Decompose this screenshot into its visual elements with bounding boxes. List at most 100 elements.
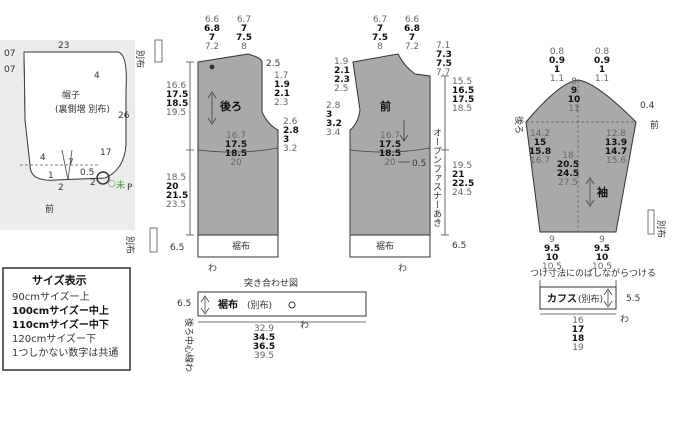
front-top-right-values: 6.66.877.2 <box>404 15 420 52</box>
hem-band-width-value-3: 39.5 <box>254 351 274 361</box>
sleeve-right-side-values: 12.813.914.715.6 <box>605 129 627 166</box>
front-armhole-left-value-1: 3 <box>326 110 332 120</box>
front-hem-label: 裾布 <box>376 240 394 252</box>
size-legend-title: サイズ表示 <box>32 273 87 287</box>
hood-label-7: 26 <box>118 111 130 121</box>
hem-band-rect <box>197 291 367 317</box>
front-armhole-left-value-3: 3.4 <box>326 128 341 138</box>
front-neck-left-values: 1.92.12.32.5 <box>334 57 350 94</box>
front-top-left-values: 6.777.58 <box>372 15 388 52</box>
back-side-lower-value-2: 21.5 <box>166 191 188 201</box>
front-width-value-0: 16.7 <box>380 131 400 141</box>
front-top-right-value-2: 7 <box>409 33 415 43</box>
front-top-left-value-0: 6.7 <box>373 15 387 25</box>
sleeve-right-side-value-1: 13.9 <box>605 138 627 148</box>
hood-label-9: 4 <box>40 153 46 163</box>
hood-pattern: 07 23 07 4 帽子 (裏側増 別布) 26 17 4 2 0.5 7 1… <box>0 40 135 230</box>
hem-band-pattern: 突き合わせ図 裾布 (別布) 6.5 わ 後ろ中心線わ 32.934.536.5… <box>177 277 367 372</box>
sleeve-top-right-value-1: 0.9 <box>594 56 610 66</box>
hood-title: 帽子 <box>62 89 80 101</box>
hood-front-label: 前 <box>45 203 54 215</box>
back-armhole-lower-value-3: 3.2 <box>283 144 297 154</box>
size-legend-row: 100cmサイズー中上 <box>12 304 109 317</box>
hem-band-circle-mark <box>288 301 296 309</box>
sleeve-length-value-3: 27.5 <box>558 178 578 188</box>
back-top-left-value-3: 7.2 <box>205 42 219 52</box>
front-side-lower-value-0: 19.5 <box>452 161 472 171</box>
hem-band-width-value-2: 36.5 <box>253 342 275 352</box>
front-neck-left-value-2: 2.3 <box>334 75 350 85</box>
back-armhole-lower-value-1: 2.8 <box>283 126 299 136</box>
back-armhole-value-2: 2.1 <box>274 89 290 99</box>
sleeve-top-left-value-3: 1.1 <box>550 74 564 84</box>
back-side-upper-value-0: 16.6 <box>166 81 186 91</box>
sleeve-bottom-left-value-3: 10.5 <box>542 262 562 272</box>
back-width-value-0: 16.7 <box>226 131 246 141</box>
back-neck-point <box>209 64 215 70</box>
back-armhole-value-0: 1.7 <box>274 71 288 81</box>
front-armhole-left-value-2: 3.2 <box>326 119 342 129</box>
size-legend: サイズ表示 90cmサイズー上100cmサイズー中上110cmサイズー中下120… <box>2 267 131 371</box>
sleeve-betsufu-bracket <box>647 209 655 235</box>
hood-label-10: 2 <box>58 183 64 193</box>
back-title: 後ろ <box>220 99 242 113</box>
sleeve-length-value-0: 18 <box>562 151 574 161</box>
hood-shape <box>23 51 127 181</box>
back-top-left-value-2: 7 <box>209 33 215 43</box>
hem-band-height: 6.5 <box>177 299 191 309</box>
front-armhole-left-values: 2.833.23.4 <box>326 101 342 138</box>
sleeve-bottom-right-value-0: 9 <box>599 235 605 245</box>
hem-band-width-value-0: 32.9 <box>254 324 274 334</box>
hem-band-header: 突き合わせ図 <box>244 277 298 289</box>
hood-label-8: 17 <box>100 148 111 158</box>
front-zipper: オープンファスナーあき <box>431 128 442 227</box>
hood-label-2: 23 <box>58 41 69 51</box>
sleeve-top-right-value-0: 0.8 <box>595 47 610 57</box>
back-side-upper-value-1: 17.5 <box>166 90 188 100</box>
hem-band-wa: わ <box>300 320 309 331</box>
cuff-note: つけ寸法にのばしながらつける <box>530 267 656 279</box>
back-grain-arrow <box>207 91 217 125</box>
sleeve-right-side-value-3: 15.6 <box>606 156 626 166</box>
sleeve-back-label: 後ろ <box>513 116 525 134</box>
cuff-rect <box>539 286 617 310</box>
back-side-upper-value-2: 18.5 <box>166 99 188 109</box>
front-hem-wa: わ <box>398 263 407 274</box>
back-betsufu-bottom: 別布 <box>124 236 136 254</box>
sleeve-front-label: 前 <box>650 119 659 131</box>
hood-label-14: 2 <box>90 178 96 188</box>
sleeve-top-left-value-2: 1 <box>554 65 560 75</box>
front-side-upper-value-3: 18.5 <box>452 104 472 114</box>
sleeve-top-right-value-2: 1 <box>599 65 605 75</box>
front-neck-right-value-0: 7.1 <box>436 41 450 51</box>
back-hem-band <box>197 234 279 258</box>
sleeve-top-right-values: 0.80.911.1 <box>594 47 610 84</box>
back-side-lower-value-1: 20 <box>166 182 179 192</box>
sleeve-betsufu: 別布 <box>655 220 667 238</box>
sleeve-length-value-2: 24.5 <box>557 169 579 179</box>
cuff-sub: (別布) <box>578 293 603 305</box>
hood-subtitle: (裏側増 別布) <box>55 103 110 115</box>
front-neck-left-value-1: 2.1 <box>334 66 350 76</box>
hem-band-width-values: 32.934.536.539.5 <box>253 324 275 361</box>
front-top-right-value-0: 6.6 <box>405 15 420 25</box>
size-legend-box <box>2 267 131 371</box>
hem-band-arrow <box>200 295 210 315</box>
back-top-left-value-0: 6.6 <box>205 15 220 25</box>
back-armhole-value-1: 1.9 <box>274 80 290 90</box>
size-legend-row: 110cmサイズー中下 <box>12 318 109 331</box>
back-shoulder-drop: 2.5 <box>266 59 280 69</box>
front-armhole-left-value-0: 2.8 <box>326 101 341 111</box>
hood-p-label: P <box>127 183 133 193</box>
cuff-label: カフス <box>547 293 577 305</box>
sleeve-left-side-value-1: 15 <box>534 138 547 148</box>
front-width-value-1: 17.5 <box>379 140 401 150</box>
sleeve-left-side-value-2: 15.8 <box>529 147 551 157</box>
cuff-width-value-1: 17 <box>572 325 585 335</box>
front-side-upper-value-0: 15.5 <box>452 77 472 87</box>
